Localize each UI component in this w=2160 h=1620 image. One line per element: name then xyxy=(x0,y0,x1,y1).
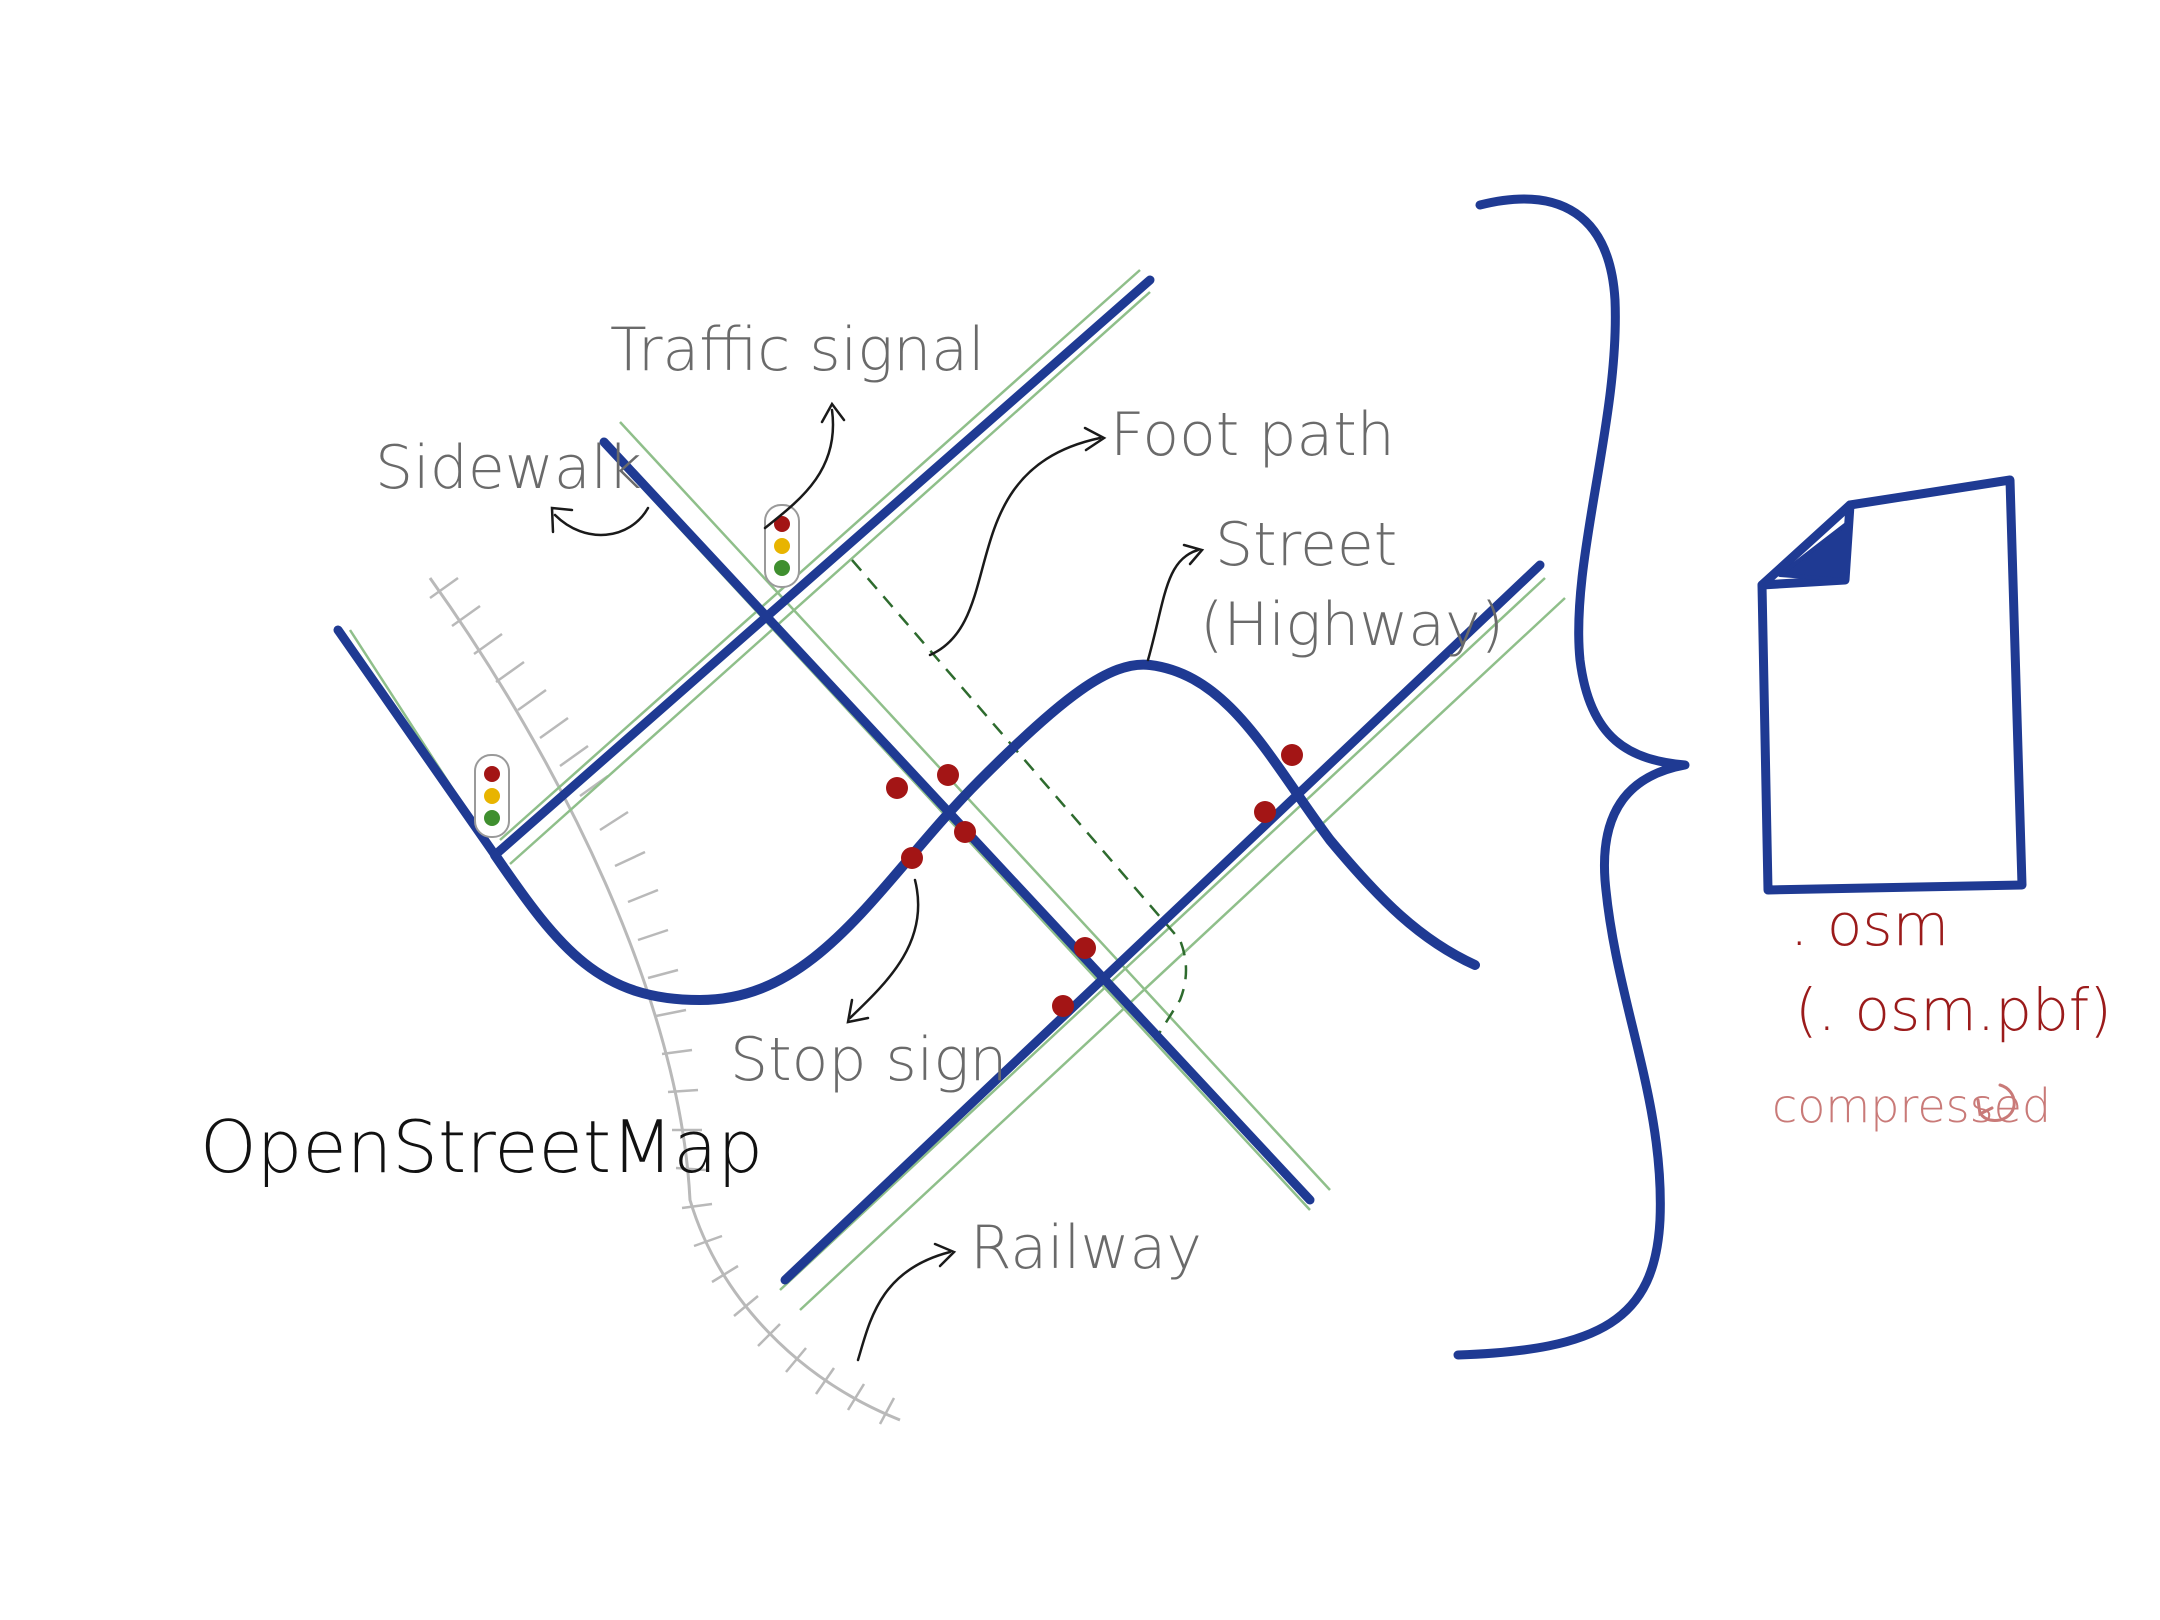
label-openstreetmap: OpenStreetMap xyxy=(200,1105,763,1189)
foot-path xyxy=(851,559,1188,1041)
label-street: Street xyxy=(1215,510,1397,580)
stop-signs xyxy=(886,744,1303,1017)
roads xyxy=(333,275,1545,1285)
curly-brace-icon xyxy=(1453,194,1690,1360)
stop-sign-dot-icon xyxy=(937,764,959,786)
arrow-railway xyxy=(856,1250,952,1362)
document-file-icon xyxy=(1757,475,2027,895)
annotation-arrows xyxy=(550,401,1205,1362)
stop-sign-dot-icon xyxy=(1254,801,1276,823)
railway xyxy=(428,576,901,1425)
label-compressed: compressed xyxy=(1772,1079,2051,1133)
label-stop-sign: Stop sign xyxy=(730,1025,1007,1095)
label-osm-pbf: (. osm.pbf) xyxy=(1795,976,2112,1044)
arrow-stop-sign xyxy=(848,878,920,1020)
label-railway: Railway xyxy=(970,1213,1202,1283)
stop-sign-dot-icon xyxy=(954,821,976,843)
stop-sign-dot-icon xyxy=(1074,937,1096,959)
road-b xyxy=(780,560,1545,1285)
road-left xyxy=(333,625,500,860)
arrow-traffic-signal xyxy=(763,408,835,530)
compressed-hook-arrow-icon xyxy=(1978,1083,2016,1122)
label-traffic-signal: Traffic signal xyxy=(610,315,985,385)
stop-sign-dot-icon xyxy=(901,847,923,869)
stop-sign-dot-icon xyxy=(1052,995,1074,1017)
arrow-sidewalk xyxy=(553,506,650,537)
stop-sign-dot-icon xyxy=(886,777,908,799)
arrow-foot-path xyxy=(928,436,1102,657)
label-highway: (Highway) xyxy=(1200,590,1504,660)
label-sidewalk: Sidewalk xyxy=(375,433,642,503)
railway-ties xyxy=(429,576,896,1425)
label-foot-path: Foot path xyxy=(1110,400,1395,470)
arrow-street xyxy=(1146,548,1200,662)
label-osm: . osm xyxy=(1790,891,1949,959)
traffic-light-icon xyxy=(474,754,510,838)
road-c xyxy=(599,437,1315,1205)
traffic-light-icon xyxy=(764,504,800,588)
road-a xyxy=(490,275,1155,860)
stop-sign-dot-icon xyxy=(1281,744,1303,766)
highway xyxy=(490,659,1480,1005)
